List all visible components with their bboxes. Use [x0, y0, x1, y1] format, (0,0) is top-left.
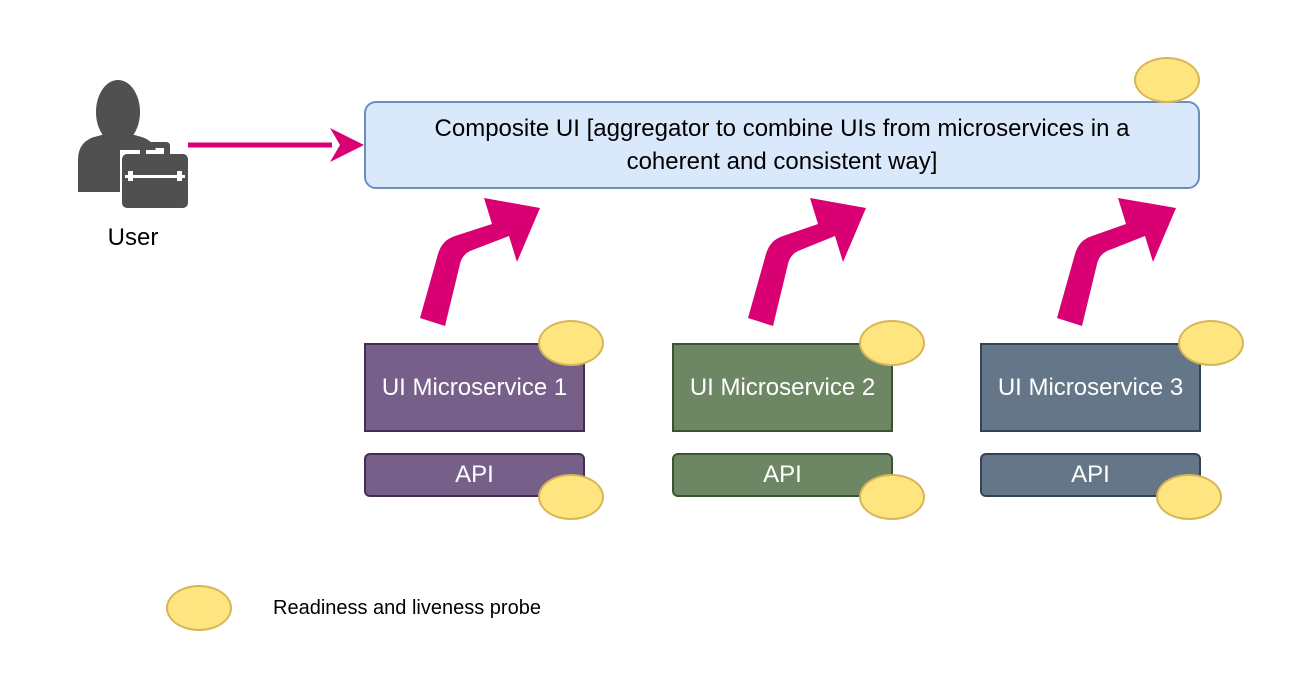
ui-microservice-3-label: UI Microservice 3 — [997, 373, 1184, 401]
ui-microservice-1-label: UI Microservice 1 — [381, 373, 568, 401]
ui-microservice-2-label: UI Microservice 2 — [689, 373, 876, 401]
api-1-label: API — [455, 461, 494, 488]
ui-microservice-2-probe-icon — [859, 320, 925, 366]
user-with-briefcase-icon — [78, 80, 190, 210]
composite-ui-box: Composite UI [aggregator to combine UIs … — [364, 101, 1200, 189]
user-to-composite-arrow — [188, 128, 364, 162]
ui-microservice-3-box: UI Microservice 3 — [980, 343, 1201, 432]
legend-probe-icon — [166, 585, 232, 631]
legend-label: Readiness and liveness probe — [273, 597, 541, 619]
ui-microservice-1-probe-icon — [538, 320, 604, 366]
service-3-to-composite-arrow — [1057, 198, 1176, 326]
service-1-to-composite-arrow — [420, 198, 540, 326]
api-3-label: API — [1071, 461, 1110, 488]
ui-microservice-2-box: UI Microservice 2 — [672, 343, 893, 432]
api-1-probe-icon — [538, 474, 604, 520]
api-2-label: API — [763, 461, 802, 488]
api-3-probe-icon — [1156, 474, 1222, 520]
api-2-box: API — [672, 453, 893, 497]
user-label: User — [107, 224, 159, 251]
composite-ui-label: Composite UI [aggregator to combine UIs … — [434, 115, 1130, 175]
service-2-to-composite-arrow — [748, 198, 866, 326]
composite-probe-icon — [1134, 57, 1200, 103]
ui-microservice-3-probe-icon — [1178, 320, 1244, 366]
api-2-probe-icon — [859, 474, 925, 520]
